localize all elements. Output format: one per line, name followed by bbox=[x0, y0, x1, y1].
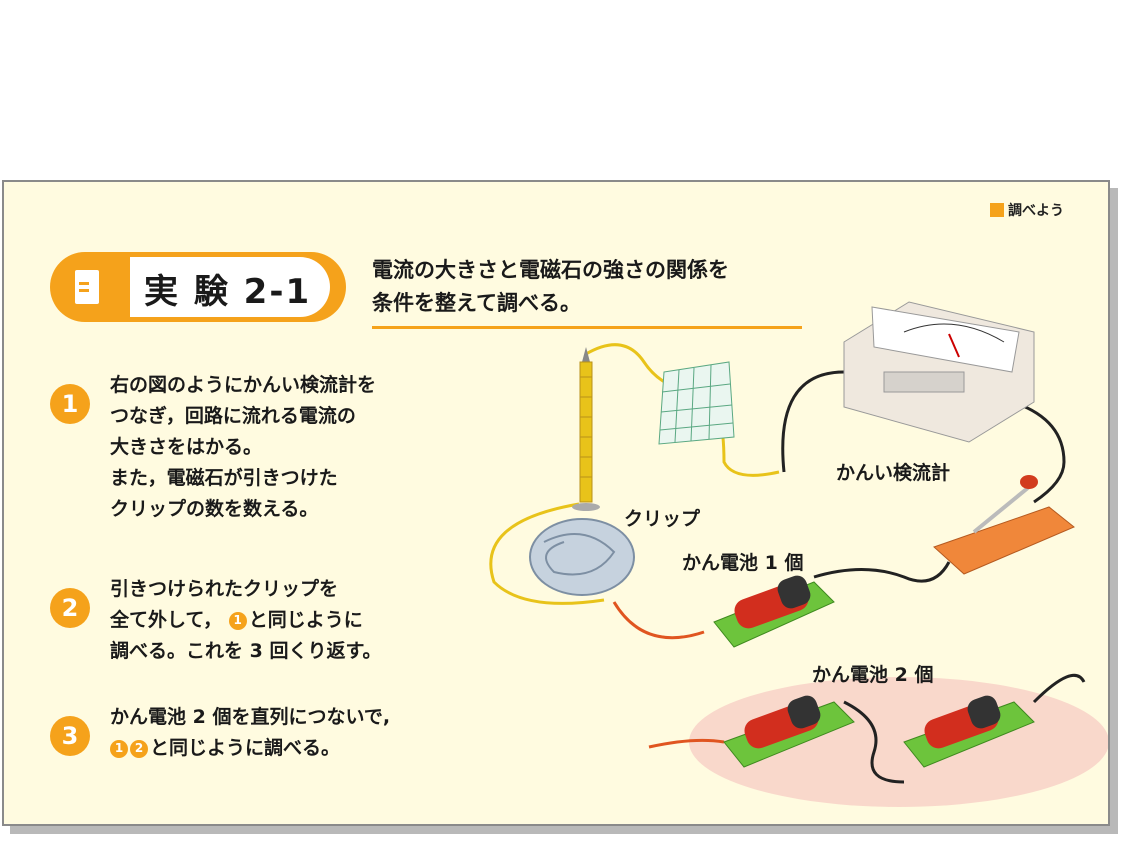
experiment-card: 調べよう 実 験 2-1 電流の大きさと電磁石の強さの関係を 条件を整えて調べる… bbox=[2, 180, 1110, 826]
beaker-icon bbox=[75, 270, 99, 304]
tag-label: 調べよう bbox=[1008, 203, 1064, 219]
tag-square-icon bbox=[990, 203, 1004, 217]
galvanometer-label: かんい検流計 bbox=[836, 462, 951, 484]
experiment-title: 実 験 2-1 bbox=[144, 272, 312, 312]
electromagnet-coil bbox=[579, 361, 593, 503]
step-number: 3 bbox=[50, 716, 90, 756]
experiment-goal: 電流の大きさと電磁石の強さの関係を 条件を整えて調べる。 bbox=[372, 254, 729, 320]
circuit-illustration bbox=[489, 301, 1108, 807]
clip-label: クリップ bbox=[624, 508, 701, 530]
experiment-badge: 実 験 2-1 bbox=[50, 252, 346, 322]
battery-2-left bbox=[723, 695, 855, 768]
lead-wire bbox=[1032, 673, 1086, 704]
step-text: 右の図のようにかんい検流計をつなぎ，回路に流れる電流の大きさをはかる。また，電磁… bbox=[110, 374, 377, 520]
step-number: 2 bbox=[50, 588, 90, 628]
step-number: 1 bbox=[50, 384, 90, 424]
goal-underline bbox=[372, 326, 802, 329]
section-tag: 調べよう bbox=[990, 200, 1064, 220]
battery2-label: かん電池 2 個 bbox=[812, 664, 934, 686]
step-ref-icon: 1 bbox=[110, 739, 128, 758]
step-ref-icon: 2 bbox=[130, 739, 148, 758]
lead-wire bbox=[843, 700, 905, 784]
coil-wire bbox=[489, 502, 605, 605]
step-ref-icon: 1 bbox=[228, 611, 247, 630]
switch bbox=[933, 506, 1075, 575]
lead-wire bbox=[813, 561, 951, 583]
goal-line-2: 条件を整えて調べる。 bbox=[372, 291, 581, 315]
lead-wire bbox=[612, 601, 705, 640]
goal-line-1: 電流の大きさと電磁石の強さの関係を bbox=[372, 258, 729, 282]
battery-2-right bbox=[903, 695, 1035, 768]
step-1: 1 右の図のようにかんい検流計をつなぎ，回路に流れる電流の大きさをはかる。また，… bbox=[50, 370, 376, 525]
battery1-label: かん電池 1 個 bbox=[682, 552, 804, 574]
battery-1 bbox=[713, 575, 835, 648]
lead-wire bbox=[648, 738, 725, 749]
wire-sheet bbox=[658, 361, 735, 445]
